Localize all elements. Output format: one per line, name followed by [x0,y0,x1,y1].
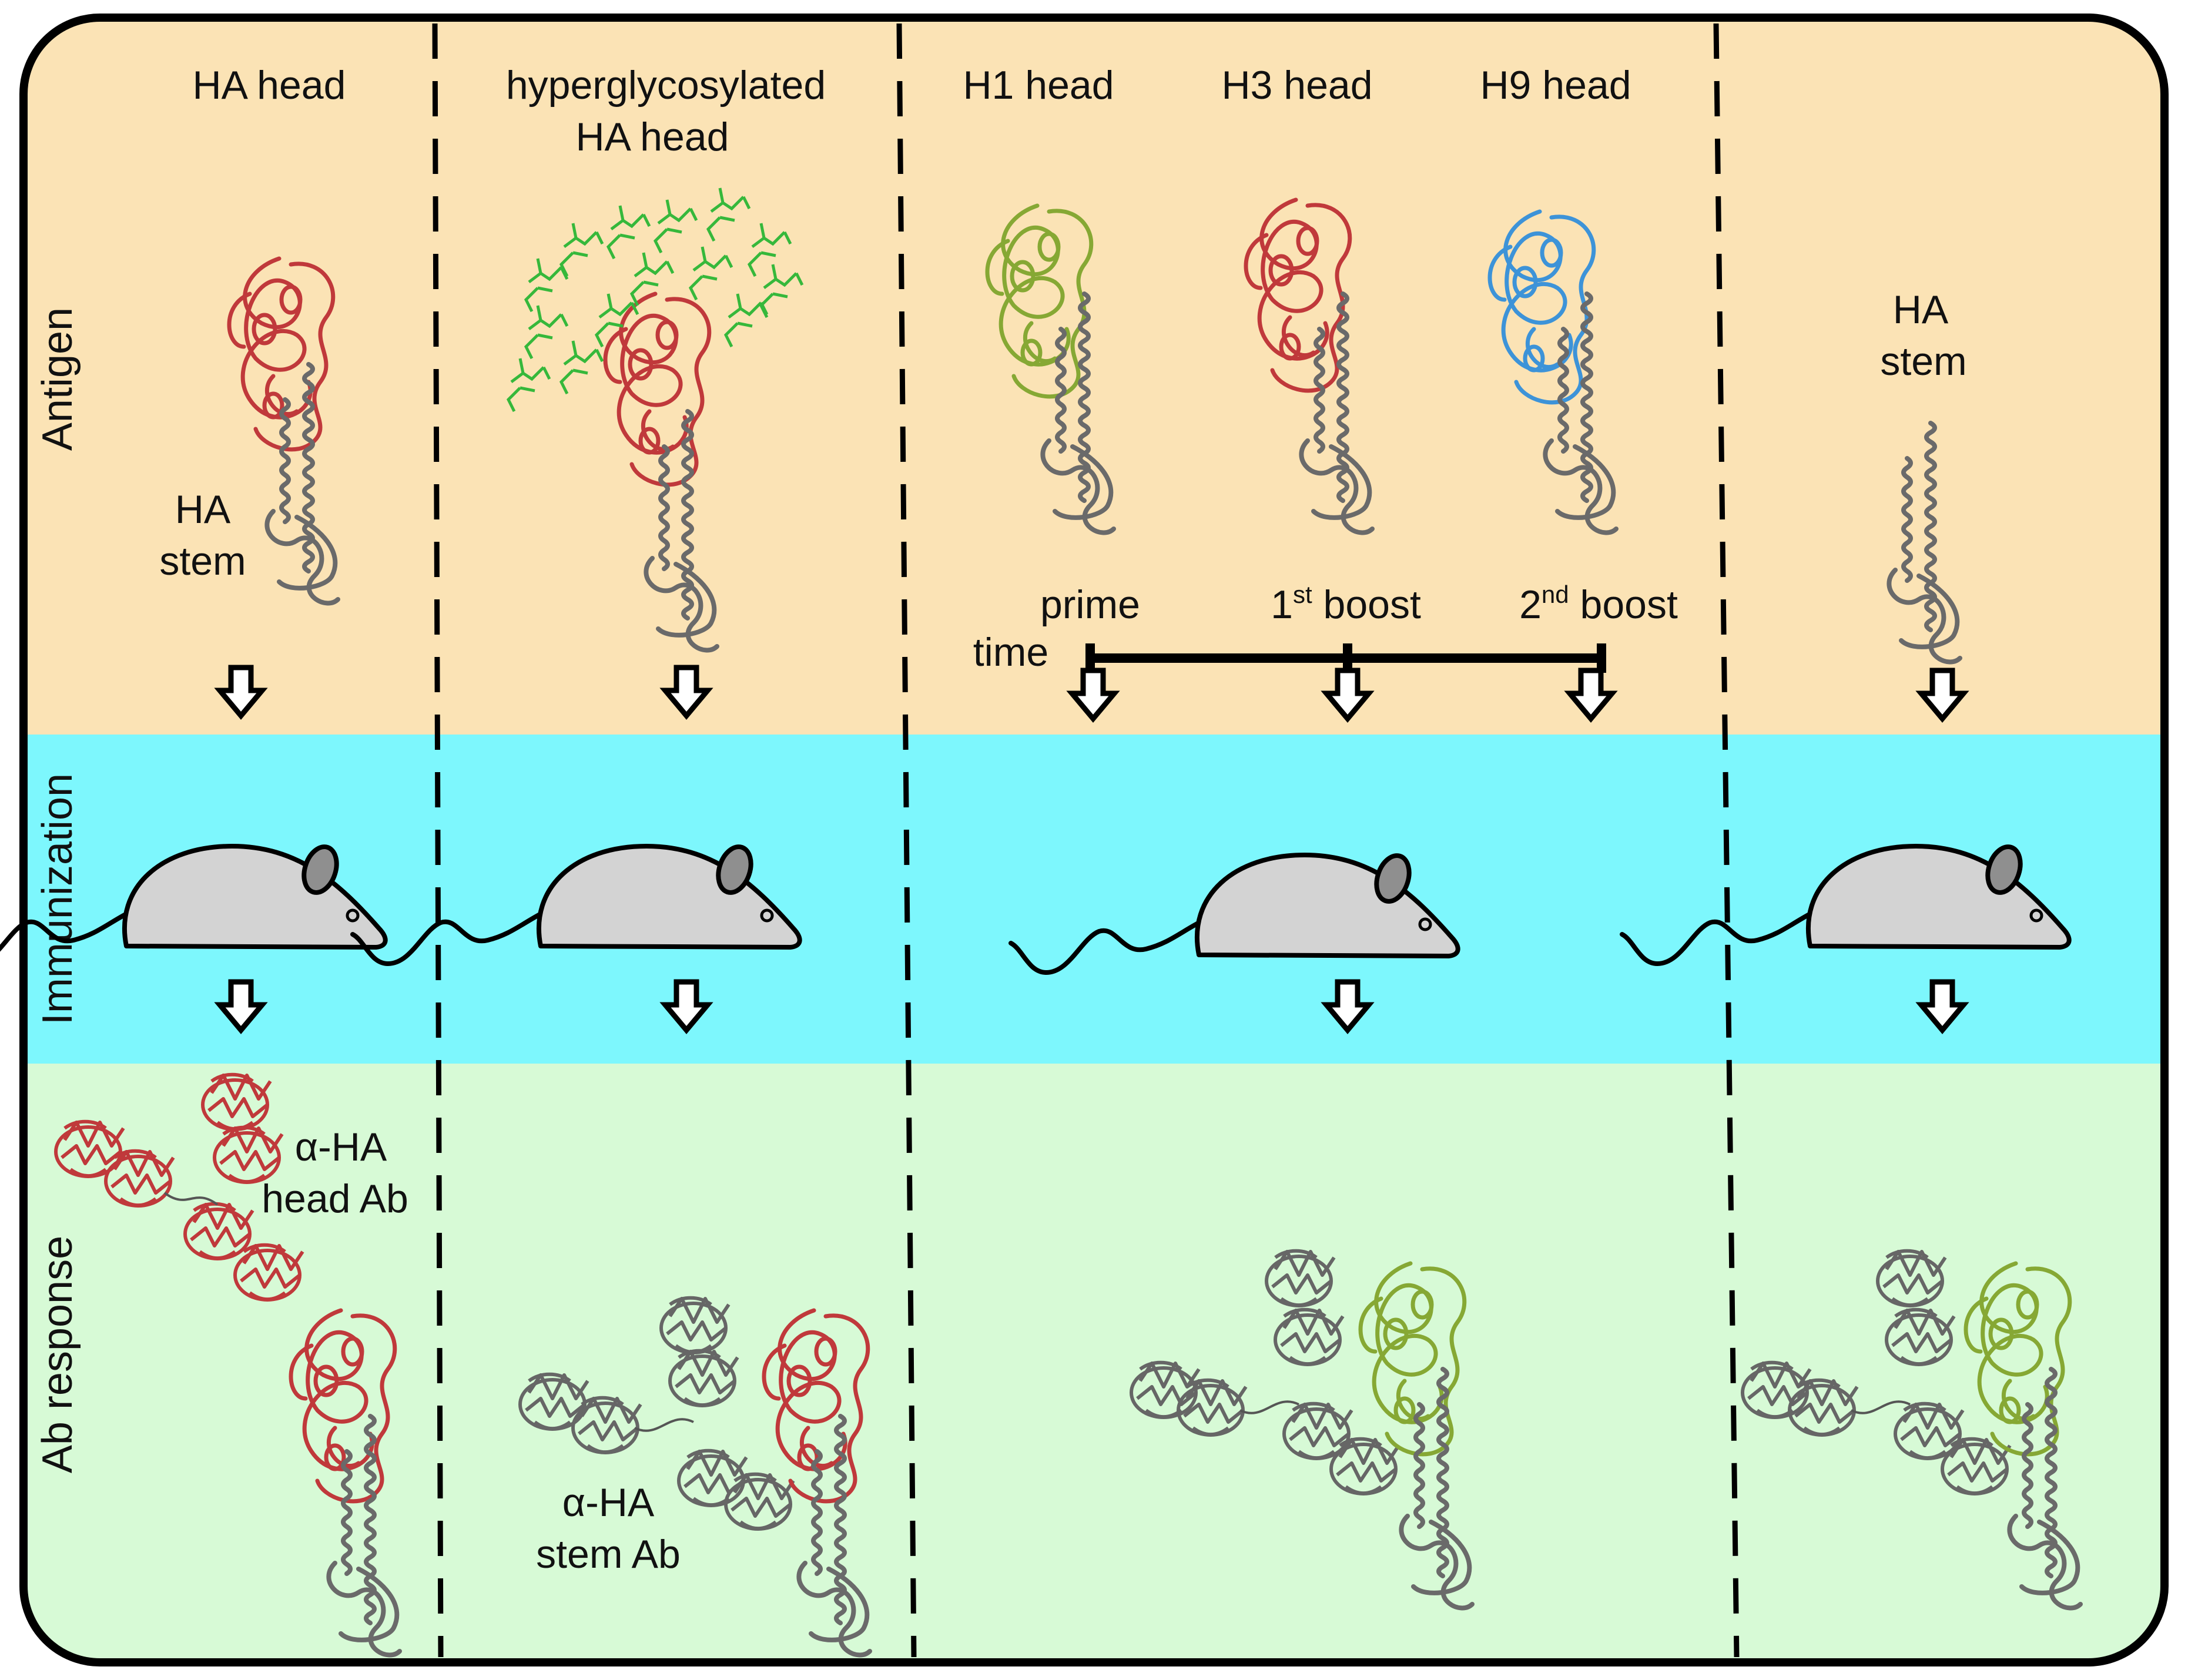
divider-1 [432,23,444,1658]
col2-title-1: hyperglycosylated [506,63,826,108]
col2-title-2: HA head [576,115,729,159]
col1-ab-label-1: α-HA [295,1125,387,1169]
col4-title-2: stem [1880,339,1966,384]
col2-ab-label-1: α-HA [562,1480,655,1525]
column-hyperglycosylated: hyperglycosylated HA head [353,63,870,1655]
col3-h3-title: H3 head [1221,63,1372,108]
col2-ab-label-2: stem Ab [536,1532,681,1577]
divider-2 [896,23,917,1658]
col4-title-1: HA [1893,287,1949,332]
col1-title: HA head [193,63,346,108]
label-boost-1: 1st boost [1271,581,1421,627]
antibody-structure-icon [56,1075,303,1300]
column-ha-head: HA head HA stem α-HA head Ab [0,63,408,1655]
column-dividers [432,23,1740,1658]
row-label-ab-response: Ab response [34,1236,81,1473]
column-chimeric: H1 head H3 head H9 head prime 1st boost … [963,63,1678,1608]
col3-h9-title: H9 head [1480,63,1631,108]
col1-ab-label-2: head Ab [262,1176,408,1221]
label-prime: prime [1040,582,1140,627]
immunization-band [24,735,2164,1064]
antibody-structure-icon [520,1298,793,1529]
diagram-frame [19,14,2169,1666]
antigen-band [24,18,2164,735]
col1-stem-label-1: HA [175,487,231,532]
ab-response-band [24,1064,2164,1662]
label-boost-2: 2nd boost [1519,581,1678,627]
column-ha-stem: HA stem [1622,287,2080,1608]
divider-3 [1713,23,1740,1658]
label-time: time [973,630,1048,675]
col3-h1-title: H1 head [963,63,1114,108]
row-label-immunization: Immunization [34,773,81,1025]
antibody-structure-icon [1131,1251,1399,1494]
col1-stem-label-2: stem [159,539,246,584]
antibody-structure-icon [1743,1251,2010,1494]
row-label-antigen: Antigen [34,307,81,451]
